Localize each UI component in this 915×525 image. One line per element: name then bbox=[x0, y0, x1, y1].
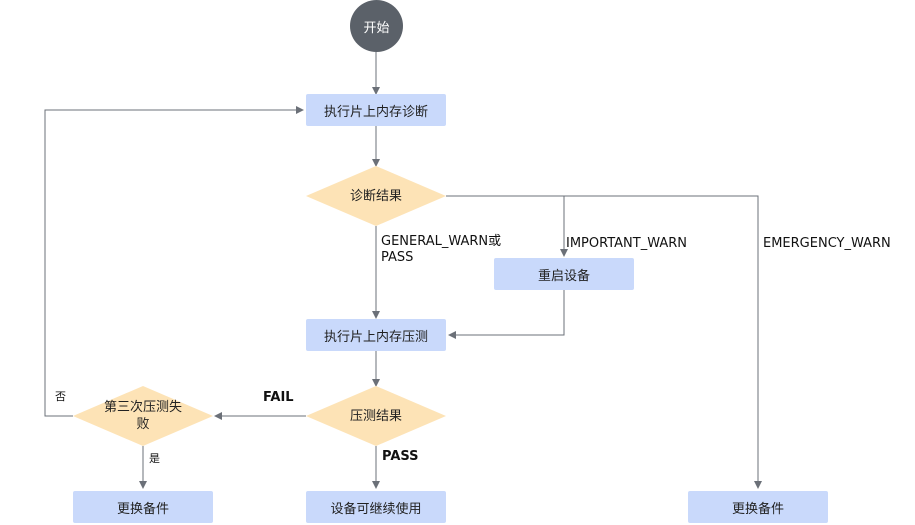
start-node: 开始 bbox=[350, 0, 403, 52]
replace-part-node-right: 更换备件 bbox=[688, 491, 828, 523]
decision-diamond-shape bbox=[73, 386, 213, 446]
edge-label-yes: 是 bbox=[149, 452, 160, 465]
diagnosis-result-decision: 诊断结果 bbox=[306, 166, 446, 226]
edge-label-pass: PASS bbox=[382, 449, 419, 464]
edge-third-fail-loop bbox=[44, 106, 304, 417]
decision-label: 压测结果 bbox=[349, 408, 402, 424]
edge-label-important-warn: IMPORTANT_WARN bbox=[566, 236, 687, 251]
decision-label: 第三次压测失 败 bbox=[103, 400, 182, 432]
stress-test-node: 执行片上内存压测 bbox=[306, 319, 446, 351]
diagnose-node: 执行片上内存诊断 bbox=[306, 94, 446, 126]
decision-label: 诊断结果 bbox=[349, 188, 402, 204]
stress-result-decision: 压测结果 bbox=[306, 386, 446, 446]
continue-use-node: 设备可继续使用 bbox=[306, 491, 446, 523]
edge-result-right bbox=[446, 195, 762, 489]
third-stress-fail-decision: 第三次压测失 败 bbox=[73, 386, 213, 446]
replace-part-node-left: 更换备件 bbox=[73, 491, 213, 523]
decision-diamond-shape bbox=[306, 386, 446, 446]
edge-restart-to-stress bbox=[448, 290, 565, 339]
edge-label-emergency-warn: EMERGENCY_WARN bbox=[763, 236, 891, 251]
edge-label-fail: FAIL bbox=[263, 390, 294, 405]
edge-label-general-or-pass: GENERAL_WARN或 PASS bbox=[381, 234, 502, 265]
restart-node: 重启设备 bbox=[494, 258, 634, 290]
edge-label-no: 否 bbox=[55, 390, 66, 403]
decision-diamond-shape bbox=[306, 166, 446, 226]
